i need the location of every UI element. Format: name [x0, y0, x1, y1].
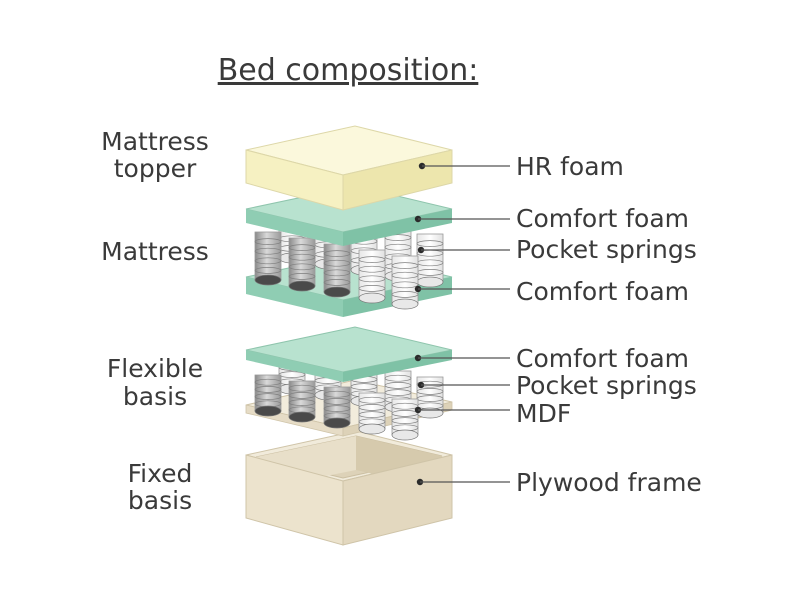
group-label-flexible-basis: Flexible basis [107, 354, 203, 411]
pocket-spring [323, 386, 351, 429]
callout-plywood-frame: Plywood frame [416, 468, 702, 497]
pocket-spring [254, 374, 282, 417]
group-label-line: topper [114, 154, 197, 183]
pocket-spring [254, 231, 282, 286]
group-label-line: Mattress [101, 127, 209, 156]
label-hr-foam: HR foam [516, 152, 624, 181]
pocket-spring [288, 380, 316, 423]
pocket-spring [416, 233, 444, 288]
label-comfort-foam: Comfort foam [516, 344, 689, 373]
callout-pocket-springs-mattress: Pocket springs [417, 235, 697, 264]
flexible-basis-illustration [245, 326, 453, 441]
label-comfort-foam: Comfort foam [516, 277, 689, 306]
callout-comfort-foam-bottom: Comfort foam [414, 277, 689, 306]
group-label-line: Fixed [128, 459, 193, 488]
label-pocket-springs: Pocket springs [516, 235, 697, 264]
label-plywood-frame: Plywood frame [516, 468, 702, 497]
callout-mdf: MDF [414, 399, 571, 428]
callout-hr-foam: HR foam [418, 152, 624, 181]
group-label-mattress-topper: Mattress topper [101, 127, 209, 183]
group-label-mattress: Mattress [101, 237, 209, 266]
pocket-spring [391, 255, 419, 310]
diagram-title: Bed composition: [218, 53, 479, 88]
pocket-spring [323, 243, 351, 298]
label-pocket-springs: Pocket springs [516, 371, 697, 400]
group-label-line: basis [123, 382, 187, 411]
pocket-spring [288, 237, 316, 292]
mattress-illustration [245, 185, 453, 317]
group-label-line: Flexible [107, 354, 203, 383]
pocket-spring [358, 249, 386, 304]
plywood-frame-illustration [245, 430, 453, 546]
callout-comfort-foam-basis: Comfort foam [414, 344, 689, 373]
callout-comfort-foam-top: Comfort foam [414, 204, 689, 233]
callout-pocket-springs-basis: Pocket springs [417, 371, 697, 400]
label-comfort-foam: Comfort foam [516, 204, 689, 233]
pocket-springs-layer [254, 352, 444, 441]
label-mdf: MDF [516, 399, 571, 428]
pocket-spring [358, 392, 386, 435]
group-label-fixed-basis: Fixed basis [128, 459, 193, 515]
pocket-spring [391, 398, 419, 441]
group-label-line: basis [128, 486, 192, 515]
group-label-line: Mattress [101, 237, 209, 266]
